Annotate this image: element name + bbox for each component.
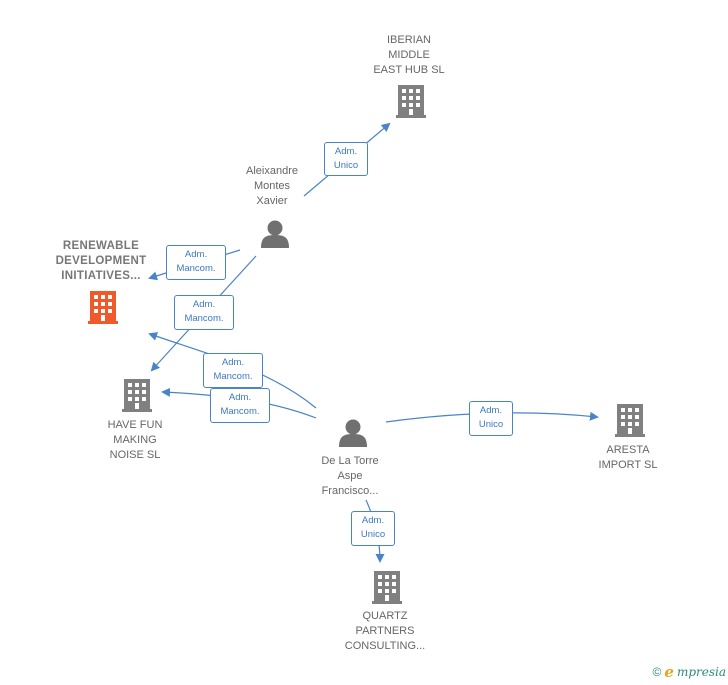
person-icon [261, 220, 289, 248]
building-icon [396, 85, 426, 118]
brand-logo-e: e [664, 663, 674, 681]
node-label-aleixandre[interactable]: Aleixandre Montes Xavier [246, 165, 298, 207]
building-icon [372, 571, 402, 604]
node-label-renewable[interactable]: RENEWABLE DEVELOPMENT INITIATIVES... [55, 240, 147, 282]
node-label-aresta[interactable]: ARESTA IMPORT SL [598, 444, 658, 471]
brand-logo-text: mpresia [676, 665, 726, 679]
edge-label-e6[interactable]: Adm. Unico [469, 401, 513, 436]
edge-label-e5[interactable]: Adm. Mancom. [210, 388, 270, 423]
node-label-havefun[interactable]: HAVE FUN MAKING NOISE SL [107, 419, 163, 461]
node-label-iberian[interactable]: IBERIAN MIDDLE EAST HUB SL [373, 34, 445, 76]
person-icon [339, 419, 367, 447]
edge-label-e2[interactable]: Adm. Mancom. [166, 245, 226, 280]
edge-label-e7[interactable]: Adm. Unico [351, 511, 395, 546]
edge-label-e3[interactable]: Adm. Mancom. [174, 295, 234, 330]
building-icon [122, 379, 152, 412]
edge-label-e1[interactable]: Adm. Unico [324, 142, 368, 176]
building-icon [615, 404, 645, 437]
edge-label-e4[interactable]: Adm. Mancom. [203, 353, 263, 388]
copyright-icon: © [652, 665, 662, 679]
node-label-quartz[interactable]: QUARTZ PARTNERS CONSULTING... [344, 610, 426, 652]
building-icon [88, 291, 118, 324]
node-label-delatorre[interactable]: De La Torre Aspe Francisco... [321, 455, 379, 497]
